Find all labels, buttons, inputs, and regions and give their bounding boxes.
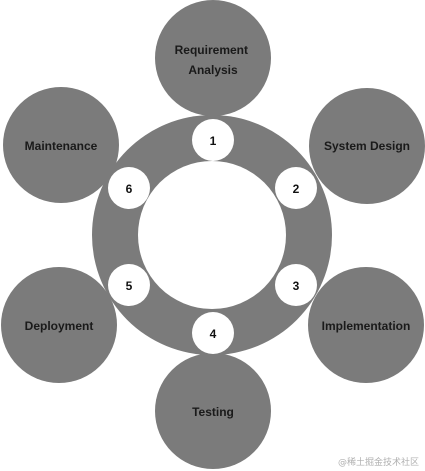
phase-circle (3, 87, 119, 203)
step-marker-circle (275, 167, 317, 209)
phase-circle (1, 267, 117, 383)
svg-text:Requirement Analysis: Requirement Analysis (175, 43, 252, 77)
phase-label-line: Implementation (322, 319, 411, 333)
step-number: 3 (293, 279, 300, 293)
phase-circle (308, 267, 424, 383)
phase-testing: Testing (155, 353, 271, 469)
phase-label-line: System Design (324, 139, 410, 153)
step-marker-4: 4 (192, 312, 234, 354)
step-marker-circle (275, 264, 317, 306)
step-number: 5 (126, 279, 133, 293)
phase-label-line: Requirement (175, 43, 248, 57)
step-marker-6: 6 (108, 167, 150, 209)
phase-implementation: Implementation (308, 267, 424, 383)
step-marker-3: 3 (275, 264, 317, 306)
phase-label-line: Testing (192, 405, 234, 419)
phase-label-line: Analysis (188, 63, 238, 77)
step-marker-1: 1 (192, 119, 234, 161)
step-number: 6 (126, 182, 133, 196)
phase-system-design: System Design (309, 88, 425, 204)
step-number: 2 (293, 182, 300, 196)
step-marker-2: 2 (275, 167, 317, 209)
phase-label-line: Maintenance (25, 139, 98, 153)
step-marker-circle (108, 264, 150, 306)
phase-requirement-analysis: Requirement Analysis (155, 0, 271, 116)
step-marker-circle (192, 312, 234, 354)
ring-center (138, 161, 286, 309)
phase-circle (309, 88, 425, 204)
step-marker-circle (108, 167, 150, 209)
phase-circle (155, 0, 271, 116)
step-number: 1 (210, 134, 217, 148)
phase-maintenance: Maintenance (3, 87, 119, 203)
watermark-text: @稀土掘金技术社区 (338, 456, 419, 468)
phase-deployment: Deployment (1, 267, 117, 383)
phase-circle (155, 353, 271, 469)
step-number: 4 (210, 327, 217, 341)
step-marker-5: 5 (108, 264, 150, 306)
phase-label-line: Deployment (25, 319, 94, 333)
step-marker-circle (192, 119, 234, 161)
